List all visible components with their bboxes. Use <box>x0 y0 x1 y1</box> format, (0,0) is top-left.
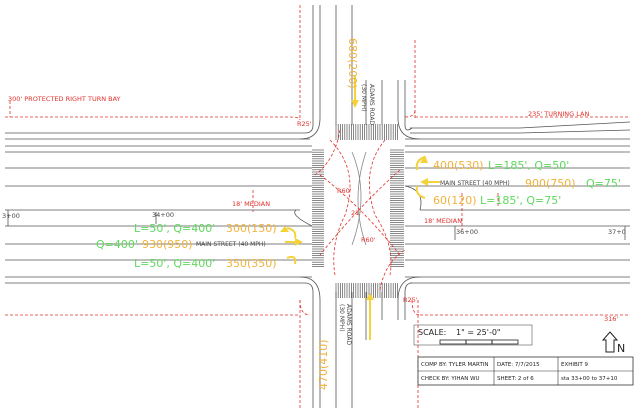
arrow-icon <box>420 155 428 163</box>
west-left-volume: 300(150) <box>226 222 277 235</box>
station-ticks <box>7 210 626 240</box>
east-right-geometry: L=185', Q=75' <box>480 194 561 207</box>
title-check-by: CHECK BY: YIHAN WU <box>421 376 480 382</box>
arrow-icon <box>420 178 428 186</box>
main-street-west-label: MAIN STREET (40 MPH) <box>196 241 266 248</box>
crosswalk-west-bars <box>312 149 324 267</box>
north-arrow-letter: N <box>617 342 625 355</box>
arrow-icon <box>415 185 426 199</box>
title-date: DATE: 7/7/2015 <box>497 362 540 368</box>
main-street-linework <box>5 121 631 284</box>
north-approach-volume: 680(200) <box>346 38 359 89</box>
main-street-east-label: MAIN STREET (40 MPH) <box>440 180 510 187</box>
street-names: ADAMS ROAD (30 MPH) ADAMS ROAD (30 MPH) … <box>196 84 510 346</box>
title-sheet: SHEET: 2 of 6 <box>497 376 534 382</box>
arrow-icon <box>286 227 297 239</box>
right-turn-bay-note: 300' PROTECTED RIGHT TURN BAY <box>8 95 121 103</box>
title-comp-by: COMP BY: TYLER MARTIN <box>421 362 489 368</box>
arrow-icon <box>295 238 303 246</box>
turn-arrows <box>280 75 440 340</box>
adams-road-north-label: ADAMS ROAD <box>368 84 375 126</box>
title-exhibit: EXHIBIT 9 <box>561 362 589 368</box>
red-notes: 300' PROTECTED RIGHT TURN BAY 235' TURNI… <box>8 95 618 323</box>
station-37: 37+0 <box>608 228 626 236</box>
adams-road-south-speed: (30 MPH) <box>338 304 345 332</box>
adams-road-linework <box>294 5 422 408</box>
arrow-icon <box>280 226 289 232</box>
median-east-note: 18' MEDIAN <box>424 217 462 225</box>
station-labels: 3+00 34+00 36+00 37+0 <box>2 211 626 236</box>
station-34: 34+00 <box>152 211 174 219</box>
dim-316-note: 316' <box>604 315 618 323</box>
arrow-icon <box>351 100 359 108</box>
west-right-volume: 350(350) <box>226 257 277 270</box>
crosswalk-south-bars <box>335 283 398 298</box>
crosswalk-east-bars <box>390 149 404 267</box>
volume-labels: 680(200) 470(410) 400(530) L=185', Q=50'… <box>96 38 621 390</box>
scale-label: SCALE: <box>418 328 446 337</box>
radius-r60-b: R60' <box>361 236 376 244</box>
east-through-queue: Q=75' <box>586 177 621 190</box>
title-block: COMP BY: TYLER MARTIN CHECK BY: YIHAN WU… <box>417 356 634 386</box>
east-through-volume: 900(750) <box>525 177 576 190</box>
east-left-volume: 400(530) <box>433 159 484 172</box>
west-through-volume: 930(950) <box>142 238 193 251</box>
adams-road-north-speed: (30 MPH) <box>360 84 367 112</box>
south-approach-volume: 470(410) <box>317 339 330 390</box>
crosswalk-north-bars <box>335 124 398 140</box>
scale-value: 1" = 25'-0" <box>456 328 501 337</box>
east-right-volume: 60(120) <box>433 194 477 207</box>
station-36: 36+00 <box>456 228 478 236</box>
scale-bar <box>439 339 519 345</box>
arrow-icon <box>286 255 297 265</box>
arrow-icon <box>366 293 374 300</box>
turning-lane-note: 235' TURNING LAN <box>528 110 589 118</box>
scale-block: SCALE: 1" = 25'-0" <box>413 324 533 346</box>
west-right-geometry: L=50', Q=400' <box>134 257 215 270</box>
west-left-geometry: L=50', Q=400' <box>134 222 215 235</box>
west-through-queue: Q=400' <box>96 238 138 251</box>
title-station-range: sta 33+00 to 37+10 <box>561 376 618 382</box>
north-arrow: N <box>601 331 625 355</box>
radius-r25-se: R25' <box>403 296 418 304</box>
median-west-note: 18' MEDIAN <box>232 200 270 208</box>
station-3: 3+00 <box>2 212 20 220</box>
north-arrow-icon <box>601 331 619 353</box>
radius-r21: 21' <box>351 209 361 217</box>
adams-road-south-label: ADAMS ROAD <box>345 304 352 346</box>
radius-r25-nw: R25' <box>297 120 312 128</box>
east-left-geometry: L=185', Q=50' <box>488 159 569 172</box>
red-dashed-linework <box>5 5 630 408</box>
radius-r60-a: R60' <box>337 187 352 195</box>
